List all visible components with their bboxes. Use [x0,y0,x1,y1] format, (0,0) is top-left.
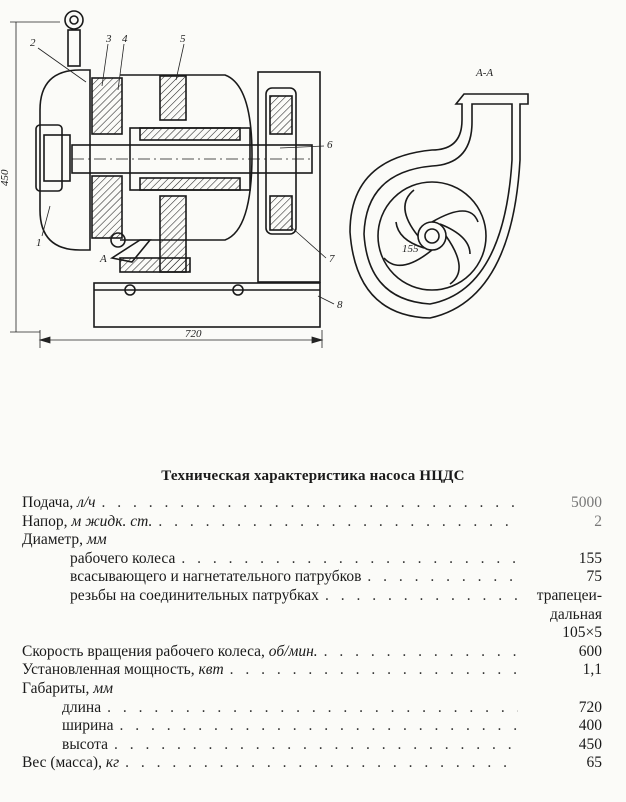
leader-dots [158,513,518,532]
leader-dots [114,736,518,755]
spec-row-length: длина 720 [22,699,602,718]
spec-label: Габариты, мм [22,679,113,697]
leader-dots [230,661,518,680]
spec-row-nozzles: всасывающего и нагнетательного патрубков… [22,568,602,587]
spec-value: 720 [578,698,602,716]
leader-dots [324,643,518,662]
callouts-side [37,43,335,305]
spec-row-dimensions: Габариты, мм [22,680,602,699]
spec-table: Подача, л/ч 5000 Напор, м жидк. ст. 2 Ди… [22,494,602,773]
spec-label: высота [62,735,109,753]
spec-label: Диаметр, мм [22,531,107,549]
impeller-mark: 155 [402,243,419,255]
spec-value: 400 [578,717,602,735]
leader-dots [119,717,518,736]
leader-dots [107,699,518,718]
leader-dots [181,550,518,569]
spec-label: резьбы на соединительных патрубках [70,586,319,604]
spec-row-head: Напор, м жидк. ст. 2 [22,513,602,532]
spec-label: Вес (масса), кг [22,754,120,772]
spec-thread-cont-2: 105×5 [562,624,602,642]
spec-label: ширина [62,717,114,735]
callout-4: 4 [122,33,128,45]
spec-row-diameter: Диаметр, мм [22,531,602,550]
length-dimension-label: 720 [185,328,202,340]
spec-value: 450 [578,735,602,753]
spec-row-power: Установленная мощность, квт 1,1 [22,661,602,680]
spec-value: 2 [594,512,602,530]
spec-label: Скорость вращения рабочего колеса, об/ми… [22,642,318,660]
callout-8: 8 [337,299,343,311]
height-dimension-label: 450 [0,169,11,186]
callout-7: 7 [329,253,335,265]
callout-6: 6 [327,139,333,151]
spec-row-flow: Подача, л/ч 5000 [22,494,602,513]
spec-row-impeller: рабочего колеса 155 [22,550,602,569]
spec-row-speed: Скорость вращения рабочего колеса, об/ми… [22,643,602,662]
leader-dots [367,568,518,587]
spec-value: 1,1 [582,661,602,679]
leader-dots [325,587,518,606]
spec-row-weight: Вес (масса), кг 65 [22,754,602,773]
spec-value: 155 [578,549,602,567]
pump-side-section [35,10,321,328]
spec-row-thread: резьбы на соединительных патрубках трапе… [22,587,602,606]
spec-label: всасывающего и нагнетательного патрубков [70,568,362,586]
spec-label: Подача, л/ч [22,494,96,511]
pump-drawing: 450 720 [0,10,529,348]
spec-value: 65 [586,754,603,772]
callout-3: 3 [105,33,112,45]
view-marker-a: A [99,253,107,265]
height-dimension [10,21,60,333]
volute-section [349,93,529,319]
spec-row-height: высота 450 [22,736,602,755]
leader-dots [102,494,518,513]
spec-label: Напор, м жидк. ст. [22,512,153,530]
spec-label: длина [62,698,102,716]
leader-dots [125,754,518,773]
spec-value: 5000 [571,494,602,511]
spec-value: 75 [586,568,603,586]
spec-row-width: ширина 400 [22,717,602,736]
spec-label: Установленная мощность, квт [22,661,224,679]
spec-title: Техническая характеристика насоса НЦДС [161,468,465,484]
spec-thread-cont-1: дальная [549,605,602,623]
callout-1: 1 [36,237,42,249]
section-label: A-A [475,67,493,79]
length-dimension [38,330,324,348]
spec-value: 600 [578,642,602,660]
spec-label: рабочего колеса [70,549,176,567]
spec-value: трапецеи- [536,586,602,604]
callout-5: 5 [180,33,186,45]
callout-2: 2 [30,37,36,49]
